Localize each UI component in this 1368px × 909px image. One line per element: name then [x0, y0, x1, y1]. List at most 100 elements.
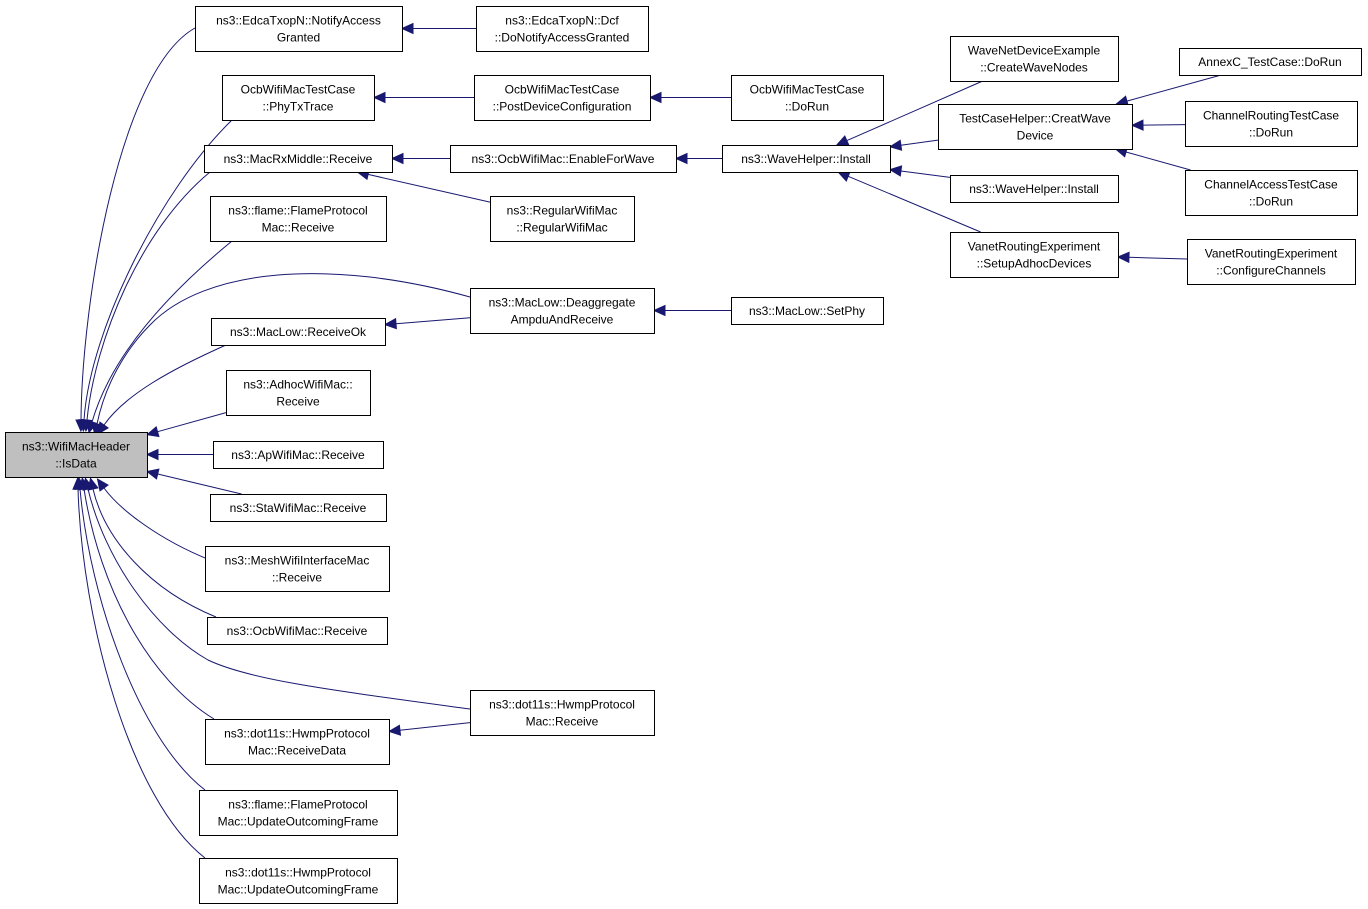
edge-line [79, 488, 206, 791]
node-label-line: Mac::Receive [526, 715, 599, 729]
node-edca-notify[interactable]: ns3::EdcaTxopN::NotifyAccessGranted [195, 6, 403, 52]
node-ap[interactable]: ns3::ApWifiMac::Receive [213, 441, 384, 469]
node-vanet-setup[interactable]: VanetRoutingExperiment::SetupAdhocDevice… [950, 232, 1119, 278]
node-label-line: ::DoRun [1249, 126, 1293, 140]
node-annexc[interactable]: AnnexC_TestCase::DoRun [1179, 48, 1362, 76]
edge-line [900, 139, 939, 146]
node-box [731, 75, 884, 121]
node-hwmp-update[interactable]: ns3::dot11s::HwmpProtocolMac::UpdateOutc… [199, 858, 398, 904]
node-mesh[interactable]: ns3::MeshWifiInterfaceMac::Receive [205, 546, 390, 592]
node-box [1187, 239, 1356, 285]
node-chaccess[interactable]: ChannelAccessTestCase::DoRun [1185, 170, 1358, 216]
node-flame-update[interactable]: ns3::flame::FlameProtocolMac::UpdateOutc… [199, 790, 398, 836]
node-label-line: Device [1017, 129, 1054, 143]
node-maclow-recvok[interactable]: ns3::MacLow::ReceiveOk [211, 318, 386, 346]
node-isdata[interactable]: ns3::WifiMacHeader::IsData [5, 432, 148, 478]
node-sta[interactable]: ns3::StaWifiMac::Receive [210, 494, 387, 522]
node-edca-dcf[interactable]: ns3::EdcaTxopN::Dcf::DoNotifyAccessGrant… [476, 6, 649, 52]
node-wave-install1[interactable]: ns3::WaveHelper::Install [722, 145, 891, 173]
arrowhead [390, 152, 404, 165]
edge-line [399, 722, 471, 731]
node-regular[interactable]: ns3::RegularWifiMac::RegularWifiMac [490, 196, 635, 242]
edge-edca_notify-to-isdata [75, 27, 196, 433]
graph-nodes: ns3::WifiMacHeader::IsData ns3::EdcaTxopN… [5, 6, 1362, 904]
edge-line [157, 473, 242, 495]
node-box [1185, 170, 1358, 216]
node-box [950, 36, 1119, 82]
node-ocb-receive[interactable]: ns3::OcbWifiMac::Receive [207, 617, 388, 645]
node-label-line: VanetRoutingExperiment [968, 240, 1101, 254]
node-label-line: ::CreateWaveNodes [980, 61, 1088, 75]
edge-ocb_postdev-to-ocb_phytx [372, 91, 474, 104]
edge-macrx-to-isdata [81, 171, 211, 433]
node-ocb-enable[interactable]: ns3::OcbWifiMac::EnableForWave [450, 145, 677, 173]
edge-line [83, 488, 215, 720]
node-label-line: ns3::dot11s::HwmpProtocol [225, 866, 371, 880]
edge-ocb_receive-to-isdata [87, 477, 217, 618]
node-box [210, 494, 387, 522]
node-box [199, 790, 398, 836]
node-chrouting[interactable]: ChannelRoutingTestCase::DoRun [1185, 101, 1358, 147]
node-box [211, 318, 386, 346]
node-wavenet-create[interactable]: WaveNetDeviceExample::CreateWaveNodes [950, 36, 1119, 82]
node-label-line: Granted [277, 31, 320, 45]
node-label-line: AnnexC_TestCase::DoRun [1198, 55, 1341, 69]
node-box [199, 858, 398, 904]
node-label-line: ns3::OcbWifiMac::EnableForWave [472, 152, 655, 166]
node-label-line: Mac::UpdateOutcomingFrame [218, 883, 379, 897]
node-vanet-config[interactable]: VanetRoutingExperiment::ConfigureChannel… [1187, 239, 1356, 285]
edge-line [83, 119, 233, 421]
edge-line [1128, 256, 1188, 260]
arrowhead [145, 426, 160, 438]
node-label-line: Mac::ReceiveData [248, 744, 346, 758]
node-label-line: ns3::EdcaTxopN::Dcf [505, 14, 619, 28]
node-label-line: VanetRoutingExperiment [1205, 247, 1338, 261]
arrowhead [72, 476, 84, 490]
node-macrx[interactable]: ns3::MacRxMiddle::Receive [204, 145, 393, 173]
node-label-line: ns3::MacRxMiddle::Receive [224, 152, 373, 166]
node-wave-install2[interactable]: ns3::WaveHelper::Install [950, 175, 1119, 203]
node-label-line: OcbWifiMacTestCase [750, 83, 865, 97]
node-label-line: ns3::StaWifiMac::Receive [230, 501, 367, 515]
node-label-line: Receive [276, 395, 320, 409]
node-label-line: ns3::dot11s::HwmpProtocol [489, 698, 635, 712]
node-ocb-dorun[interactable]: OcbWifiMacTestCase::DoRun [731, 75, 884, 121]
node-box [470, 288, 655, 334]
node-label-line: ns3::flame::FlameProtocol [228, 798, 367, 812]
node-label-line: ns3::WaveHelper::Install [741, 152, 871, 166]
arrowhead [888, 139, 903, 151]
edge-testcase_creat-to-wave_install1 [888, 139, 939, 151]
node-adhoc[interactable]: ns3::AdhocWifiMac::Receive [226, 370, 371, 416]
edge-line [848, 175, 981, 233]
edge-ap-to-isdata [145, 448, 213, 461]
edge-wave_install1-to-ocb_enable [674, 152, 722, 165]
node-maclow-setphy[interactable]: ns3::MacLow::SetPhy [731, 297, 884, 325]
arrowhead [96, 478, 109, 492]
edge-ocb_enable-to-macrx [390, 152, 450, 165]
arrowhead [97, 421, 110, 435]
node-box [1185, 101, 1358, 147]
arrowhead [145, 448, 159, 461]
node-box [731, 297, 884, 325]
node-label-line: ns3::RegularWifiMac [507, 204, 618, 218]
edge-line [103, 344, 227, 426]
edge-mesh-to-isdata [96, 478, 211, 561]
node-label-line: ::DoRun [1249, 195, 1293, 209]
node-box [490, 196, 635, 242]
arrowhead [836, 171, 851, 182]
node-ocb-phytx[interactable]: OcbWifiMacTestCase::PhyTxTrace [222, 75, 375, 121]
node-box [213, 441, 384, 469]
node-ocb-postdev[interactable]: OcbWifiMacTestCase::PostDeviceConfigurat… [474, 75, 651, 121]
edge-hwmp_recvdata-to-isdata [78, 476, 215, 720]
edge-ocb_dorun-to-ocb_postdev [648, 91, 731, 104]
node-label-line: ns3::MacLow::Deaggregate [489, 296, 636, 310]
arrowhead [888, 165, 903, 177]
node-box [1179, 48, 1362, 76]
node-hwmp-recvdata[interactable]: ns3::dot11s::HwmpProtocolMac::ReceiveDat… [205, 719, 390, 765]
node-label-line: Mac::UpdateOutcomingFrame [218, 815, 379, 829]
